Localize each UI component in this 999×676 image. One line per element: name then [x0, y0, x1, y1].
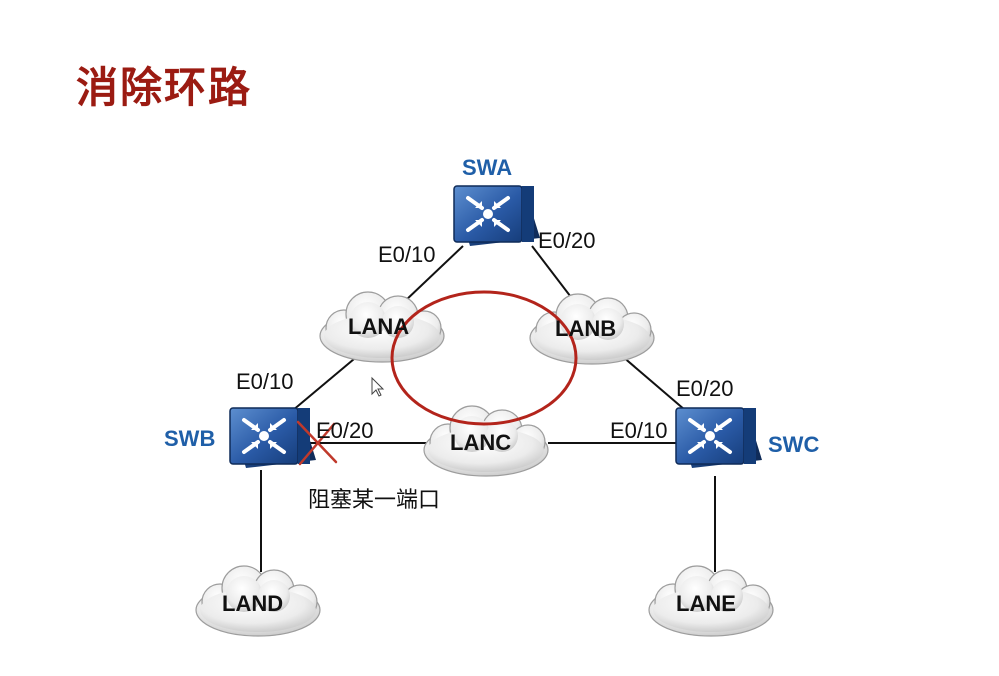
swb-port-up: E0/10 [236, 369, 294, 394]
loop-circle [390, 290, 578, 426]
lanc-label: LANC [450, 430, 511, 455]
link-lanb-swc [621, 355, 686, 411]
swa-label: SWA [462, 155, 512, 180]
switch-icon [674, 406, 764, 470]
swb-label: SWB [164, 426, 215, 451]
x-mark-icon [296, 420, 338, 466]
switch-swc [674, 406, 764, 470]
swc-label: SWC [768, 432, 819, 457]
swc-port-left: E0/10 [610, 418, 668, 443]
lanb-label: LANB [555, 316, 616, 341]
link-lana-swb [285, 353, 361, 417]
page-title: 消除环路 [76, 63, 253, 112]
swa-port-right: E0/20 [538, 228, 596, 253]
land-label: LAND [222, 591, 283, 616]
block-port-note: 阻塞某一端口 [308, 488, 440, 513]
switch-swa [452, 184, 542, 248]
swc-port-up: E0/20 [676, 376, 734, 401]
links [260, 245, 716, 572]
swb-port-right: E0/20 [316, 418, 374, 443]
switch-icon [452, 184, 542, 248]
swa-port-left: E0/10 [378, 242, 436, 267]
cursor-icon [371, 376, 385, 397]
lane-label: LANE [676, 591, 736, 616]
lana-label: LANA [348, 314, 409, 339]
